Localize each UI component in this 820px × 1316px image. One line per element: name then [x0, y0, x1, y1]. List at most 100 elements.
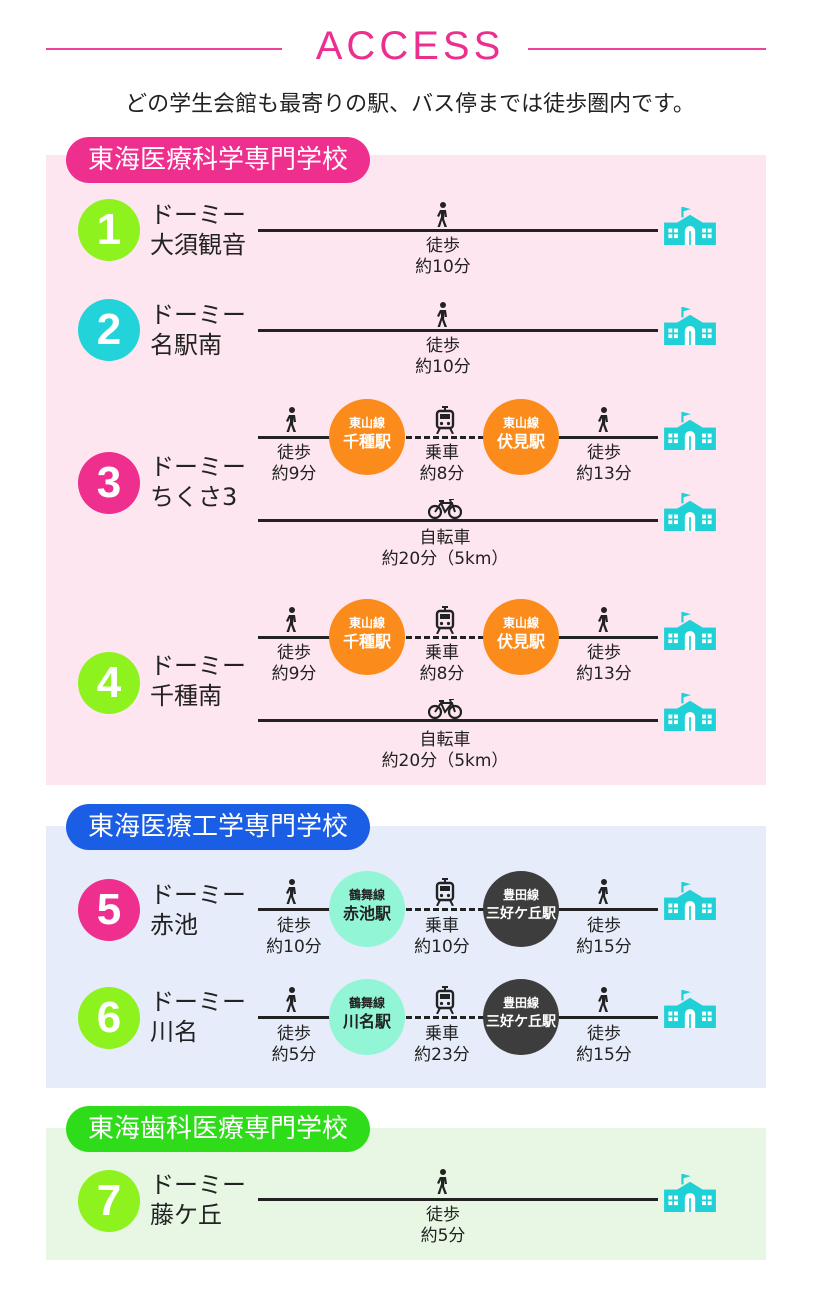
mode-label: 徒歩 [426, 336, 460, 356]
mode-label: 徒歩 [587, 643, 621, 663]
school-icon [658, 693, 722, 731]
mode-label: 徒歩 [426, 236, 460, 256]
station-name: 三好ケ丘駅 [486, 906, 556, 922]
time-label: 約9分 [271, 664, 317, 684]
dorm-prefix: ドーミー [150, 1171, 246, 1199]
walker-icon [282, 607, 302, 633]
school-icon [658, 493, 722, 531]
school-tag-3: 東海歯科医療専門学校 [66, 1106, 371, 1152]
train-caption: 乗車 約10分 [404, 916, 480, 958]
walker-icon [594, 407, 614, 433]
route-line [558, 436, 658, 439]
train-caption: 乗車 約8分 [404, 643, 480, 685]
header-line-left [46, 48, 282, 50]
route-number-badge: 3 [78, 452, 140, 514]
bicycle-icon [428, 699, 462, 719]
walker-icon [433, 302, 453, 328]
dorm-name: ドーミー ちくさ3 [150, 452, 246, 512]
walk-caption: 徒歩 約13分 [566, 643, 642, 685]
route-line [258, 229, 658, 232]
time-label: 約10分 [414, 937, 470, 957]
line-name: 鶴舞線 [348, 888, 385, 902]
bike-caption: 自転車 約20分（5km） [340, 730, 550, 772]
mode-label: 徒歩 [277, 1024, 311, 1044]
dorm-prefix: ドーミー [150, 881, 246, 909]
route-line [258, 908, 330, 911]
line-name: 豊田線 [502, 888, 539, 902]
station-name: 千種駅 [342, 432, 391, 451]
station-badge: 鶴舞線 赤池駅 [329, 871, 405, 947]
train-caption: 乗車 約8分 [404, 443, 480, 485]
station-badge: 東山線 伏見駅 [483, 399, 559, 475]
dorm-location: 千種南 [150, 682, 222, 710]
time-label: 約20分（5km） [381, 751, 509, 771]
station-name: 川名駅 [342, 1012, 391, 1031]
walk-caption: 徒歩 約10分 [400, 336, 486, 378]
station-name: 千種駅 [342, 632, 391, 651]
dorm-prefix: ドーミー [150, 652, 246, 680]
walker-icon [594, 879, 614, 905]
route-line [258, 636, 330, 639]
walker-icon [282, 987, 302, 1013]
route-number-badge: 5 [78, 879, 140, 941]
school-icon [658, 882, 722, 920]
walker-icon [594, 607, 614, 633]
walker-icon [594, 987, 614, 1013]
line-name: 東山線 [502, 616, 539, 630]
school-icon [658, 307, 722, 345]
school-icon [658, 1174, 722, 1212]
dorm-name: ドーミー 藤ケ丘 [150, 1170, 246, 1230]
train-line [406, 1016, 484, 1019]
dorm-prefix: ドーミー [150, 453, 246, 481]
page-title: ACCESS [315, 24, 505, 68]
mode-label: 徒歩 [277, 443, 311, 463]
mode-label: 乗車 [425, 916, 459, 936]
tram-icon [434, 986, 456, 1014]
mode-label: 徒歩 [587, 1024, 621, 1044]
school-panel-1 [46, 155, 766, 785]
train-line [406, 436, 484, 439]
route-line [558, 1016, 658, 1019]
route-number-badge: 2 [78, 299, 140, 361]
mode-label: 乗車 [425, 643, 459, 663]
dorm-name: ドーミー 大須観音 [150, 200, 246, 260]
route-line [258, 1198, 658, 1201]
mode-label: 徒歩 [587, 916, 621, 936]
route-line [258, 329, 658, 332]
line-name: 東山線 [348, 616, 385, 630]
mode-label: 自転車 [419, 730, 471, 750]
dorm-name: ドーミー 千種南 [150, 651, 246, 711]
walk-caption: 徒歩 約15分 [566, 1024, 642, 1066]
line-name: 鶴舞線 [348, 996, 385, 1010]
intro-text: どの学生会館も最寄りの駅、バス停までは徒歩圏内です。 [125, 92, 695, 117]
dorm-location: 名駅南 [150, 331, 222, 359]
route-line [558, 636, 658, 639]
station-badge: 豊田線 三好ケ丘駅 [483, 871, 559, 947]
walk-caption: 徒歩 約5分 [256, 1024, 332, 1066]
station-name: 伏見駅 [496, 432, 545, 451]
route-number-badge: 4 [78, 652, 140, 714]
dorm-location: 川名 [150, 1018, 198, 1046]
walk-caption: 徒歩 約10分 [256, 916, 332, 958]
dorm-location: ちくさ3 [150, 483, 238, 511]
dorm-name: ドーミー 赤池 [150, 880, 246, 940]
bike-caption: 自転車 約20分（5km） [340, 528, 550, 570]
tram-icon [434, 406, 456, 434]
time-label: 約15分 [576, 1045, 632, 1065]
walk-caption: 徒歩 約10分 [400, 236, 486, 278]
time-label: 約23分 [414, 1045, 470, 1065]
dorm-location: 赤池 [150, 911, 198, 939]
time-label: 約5分 [420, 1226, 466, 1246]
line-name: 東山線 [348, 416, 385, 430]
bicycle-icon [428, 499, 462, 519]
walk-caption: 徒歩 約5分 [400, 1205, 486, 1247]
time-label: 約13分 [576, 464, 632, 484]
time-label: 約5分 [271, 1045, 317, 1065]
mode-label: 徒歩 [426, 1205, 460, 1225]
line-name: 東山線 [502, 416, 539, 430]
bike-line [258, 519, 658, 522]
walker-icon [433, 1169, 453, 1195]
station-badge: 東山線 千種駅 [329, 399, 405, 475]
school-icon [658, 612, 722, 650]
route-number-badge: 6 [78, 987, 140, 1049]
